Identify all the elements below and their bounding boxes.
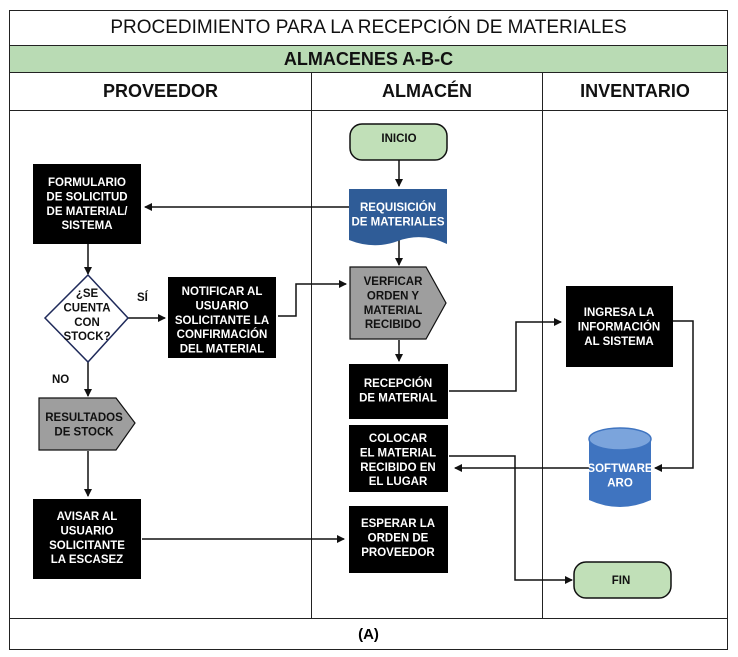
node-esperar-line: ORDEN DE <box>368 532 429 544</box>
node-fin-label: FIN <box>612 575 631 587</box>
node-decision <box>43 273 130 364</box>
node-formulario-line: SISTEMA <box>61 220 112 232</box>
node-decision-label: ¿SE CUENTA CON STOCK? <box>63 288 110 343</box>
node-avisar-label: AVISAR AL USUARIO SOLICITANTE LA ESCASEZ <box>49 511 125 566</box>
node-verificar <box>349 266 447 340</box>
node-inicio-label: INICIO <box>381 133 416 145</box>
node-notificar-line: SOLICITANTE LA <box>175 315 269 327</box>
node-decision-line: STOCK? <box>63 331 110 343</box>
node-colocar <box>349 425 448 492</box>
node-software-line: ARO <box>607 477 633 489</box>
lane-divider <box>311 73 312 618</box>
diagram-title: PROCEDIMIENTO PARA LA RECEPCIÓN DE MATER… <box>10 11 727 46</box>
lane-header-inventario: INVENTARIO <box>543 73 727 111</box>
node-fin-line: FIN <box>612 575 631 587</box>
node-inicio-line: INICIO <box>381 133 416 145</box>
node-fin <box>573 561 672 599</box>
node-verificar-label: VERFICAR ORDEN Y MATERIAL RECIBIDO <box>364 276 423 331</box>
lane-header-almacen: ALMACÉN <box>311 73 543 111</box>
edge-label-yes: SÍ <box>137 291 149 304</box>
edge-label-no: NO <box>52 374 69 386</box>
node-ingresa-line: INGRESA LA <box>584 307 655 319</box>
node-recepcion <box>349 364 448 419</box>
node-verificar-line: RECIBIDO <box>365 319 421 331</box>
node-resultados <box>38 397 136 451</box>
diagram-footer: (A) <box>10 618 727 650</box>
node-resultados-line: DE STOCK <box>54 426 114 438</box>
diagram-subtitle: ALMACENES A-B-C <box>10 46 727 73</box>
node-notificar-line: DEL MATERIAL <box>180 344 265 356</box>
node-decision-line: ¿SE <box>76 288 99 300</box>
node-requisicion-line: DE MATERIALES <box>351 216 444 228</box>
node-colocar-line: COLOCAR <box>369 433 428 445</box>
node-esperar-label: ESPERAR LA ORDEN DE PROVEEDOR <box>361 518 435 559</box>
node-verificar-line: MATERIAL <box>364 305 423 317</box>
lane-header-proveedor: PROVEEDOR <box>10 73 311 111</box>
node-requisicion-label: REQUISICIÓN DE MATERIALES <box>351 201 444 228</box>
node-avisar-line: SOLICITANTE <box>49 540 125 552</box>
node-avisar-line: LA ESCASEZ <box>51 554 123 566</box>
lane-divider <box>542 73 543 618</box>
node-recepcion-line: RECEPCIÓN <box>364 377 432 390</box>
node-inicio <box>349 123 448 161</box>
edge-colocar-fin <box>449 455 573 584</box>
node-notificar-line: USUARIO <box>195 300 248 312</box>
node-formulario-line: FORMULARIO <box>48 177 126 189</box>
node-software-line: SOFTWARE <box>587 463 652 475</box>
node-esperar-line: ESPERAR LA <box>361 518 435 530</box>
node-decision-line: CUENTA <box>63 302 110 314</box>
node-notificar <box>168 277 276 358</box>
node-resultados-label: RESULTADOS DE STOCK <box>45 412 123 438</box>
node-colocar-line: RECIBIDO EN <box>360 462 435 474</box>
diagram-frame: PROCEDIMIENTO PARA LA RECEPCIÓN DE MATER… <box>9 10 728 650</box>
node-notificar-line: CONFIRMACIÓN <box>177 328 268 341</box>
node-recepcion-label: RECEPCIÓN DE MATERIAL <box>359 377 437 404</box>
node-software <box>588 427 652 507</box>
node-formulario <box>33 164 141 244</box>
edge-recepcion-ingresa <box>449 318 562 392</box>
node-ingresa-line: INFORMACIÓN <box>578 320 660 333</box>
node-requisicion <box>349 189 447 246</box>
node-colocar-line: EL LUGAR <box>369 476 428 488</box>
node-avisar-line: AVISAR AL <box>57 511 118 523</box>
node-avisar <box>33 499 141 579</box>
node-colocar-line: EL MATERIAL <box>360 447 436 459</box>
node-resultados-line: RESULTADOS <box>45 412 123 424</box>
node-verificar-line: VERFICAR <box>364 276 423 288</box>
node-formulario-line: DE SOLICITUD <box>46 191 127 203</box>
node-avisar-line: USUARIO <box>60 525 113 537</box>
node-formulario-line: DE MATERIAL/ <box>47 206 129 218</box>
node-notificar-line: NOTIFICAR AL <box>182 286 263 298</box>
edge-ingresa-software <box>654 320 694 472</box>
node-esperar <box>349 506 448 573</box>
node-ingresa-line: AL SISTEMA <box>584 336 653 348</box>
node-verificar-line: ORDEN Y <box>367 290 420 302</box>
node-esperar-line: PROVEEDOR <box>361 547 435 559</box>
edge-notificar-verificar <box>278 280 347 317</box>
node-requisicion-line: REQUISICIÓN <box>360 201 436 214</box>
node-ingresa <box>566 286 673 367</box>
node-software-label: SOFTWARE ARO <box>587 463 652 489</box>
node-decision-line: CON <box>74 317 100 329</box>
node-colocar-label: COLOCAR EL MATERIAL RECIBIDO EN EL LUGAR <box>360 433 436 488</box>
node-formulario-label: FORMULARIO DE SOLICITUD DE MATERIAL/SISTEM… <box>46 177 128 232</box>
node-recepcion-line: DE MATERIAL <box>359 392 437 404</box>
